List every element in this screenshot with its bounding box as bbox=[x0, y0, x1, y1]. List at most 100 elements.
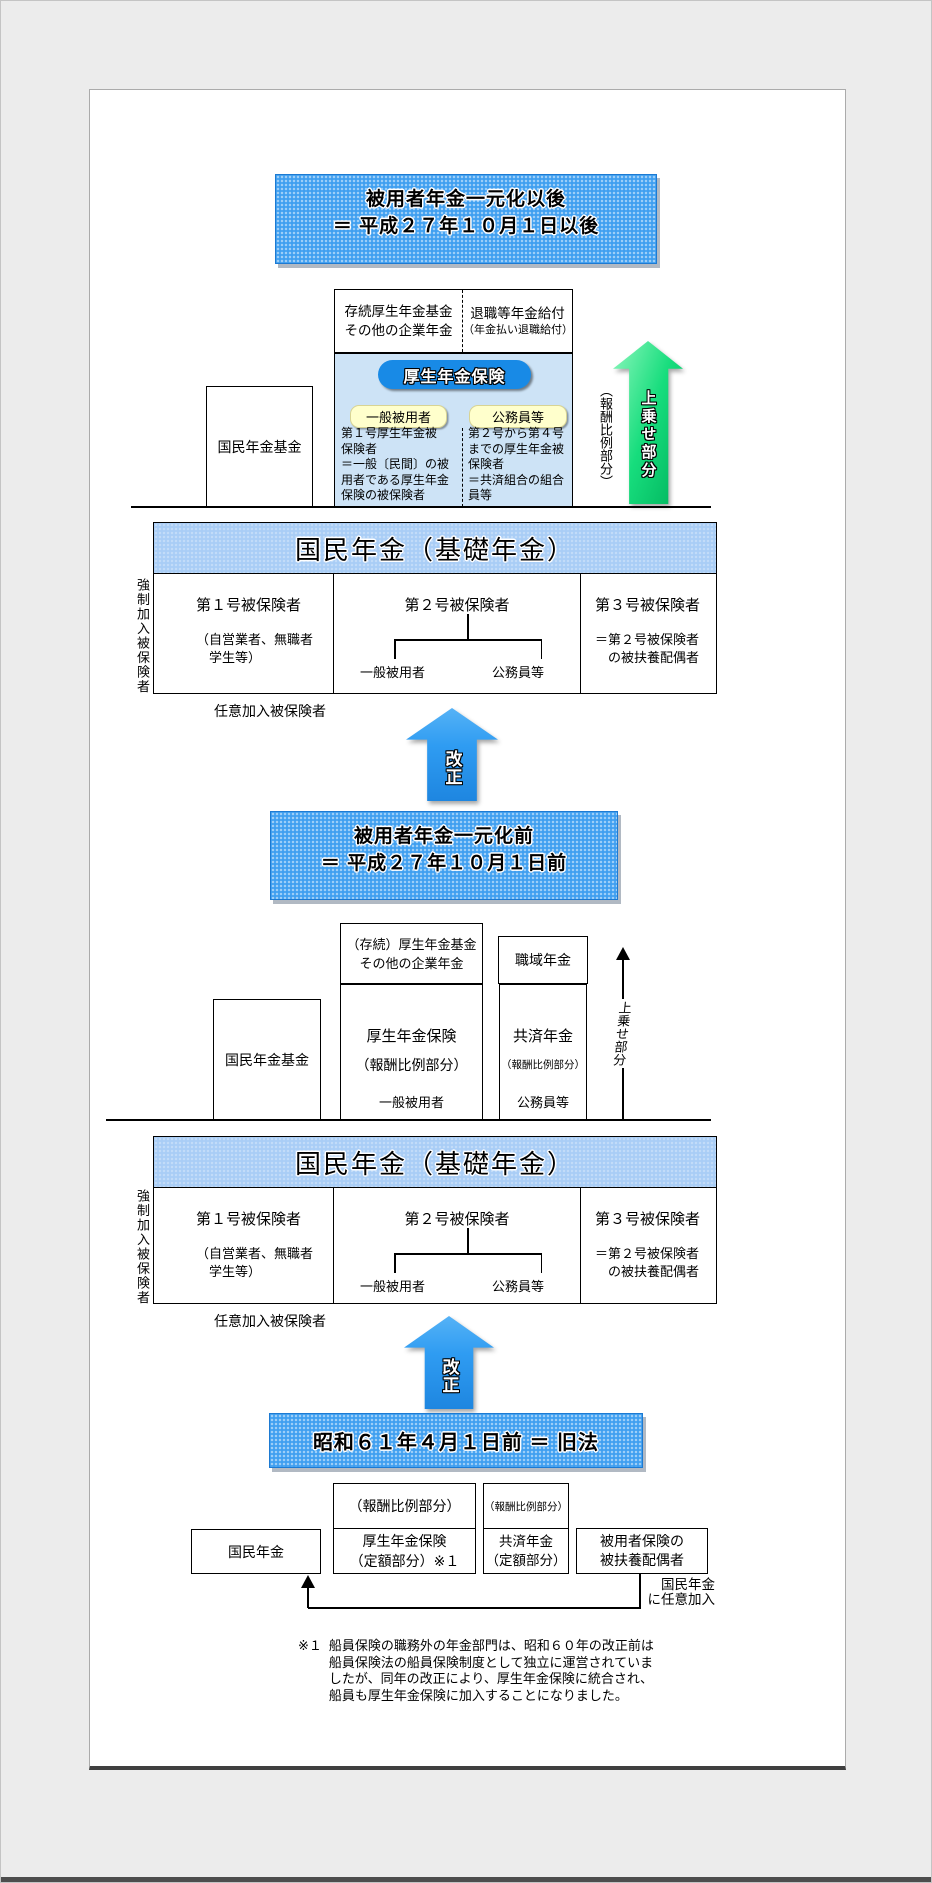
sonzoku-kikin-label-before: （存続）厚生年金基金 その他の企業年金 bbox=[346, 936, 477, 971]
kyosai-nenkin-box-before: 共済年金 （報酬比例部分） 公務員等 bbox=[499, 984, 587, 1121]
dai3-hihokensha-cell-before: 第３号被保険者 ＝第２号被保険者 の被扶養配偶者 bbox=[580, 1188, 716, 1304]
ippan-hiyousha-pill: 一般被用者 bbox=[350, 405, 447, 428]
dai3-hihokensha-note-before: ＝第２号被保険者 の被扶養配偶者 bbox=[595, 1246, 700, 1279]
kosei-nenkin-hoken-label: 厚生年金保険 bbox=[403, 368, 506, 386]
corporate-pension-tier-box: 存続厚生年金基金 その他の企業年金 退職等年金給付 （年金払い退職給付） bbox=[334, 289, 573, 353]
fuyou-haigusha-box-old: 被用者保険の 被扶養配偶者 bbox=[576, 1528, 708, 1574]
banner-before-line1: 被用者年金一元化前 bbox=[353, 826, 534, 847]
banner-after-unification: 被用者年金一元化以後 ＝ 平成２７年１０月１日以後 bbox=[275, 174, 657, 264]
dai3-hihokensha-title: 第３号被保険者 bbox=[595, 597, 701, 614]
sonzoku-kikin-box-before: （存続）厚生年金基金 その他の企業年金 bbox=[340, 923, 483, 984]
kokumin-nenkin-box-old: 国民年金 bbox=[191, 1529, 321, 1574]
blue-up-arrow-shape-1: 改正 bbox=[406, 708, 498, 801]
dai1-hihokensha-note-before: （自営業者、無職者 学生等） bbox=[196, 1246, 314, 1279]
branch-label-ippan-before: 一般被用者 bbox=[360, 1279, 426, 1294]
kyosai-housyu-label-old: （報酬比例部分） bbox=[484, 1500, 568, 1513]
footnote-text: 船員保険の職務外の年金部門は、昭和６０年の改正前は 船員保険法の船員保険制度とし… bbox=[328, 1638, 654, 1703]
kiso-nenkin-box-after: 国民年金（基礎年金） 第１号被保険者 （自営業者、無職者 学生等） 第２号被保険… bbox=[153, 522, 717, 694]
shokuiki-nenkin-box: 職域年金 bbox=[498, 936, 588, 984]
ground-line-after bbox=[131, 506, 711, 508]
dai2-hihokensha-cell: 第２号被保険者 一般被用者 公務員等 bbox=[334, 574, 580, 694]
kokumin-nenkin-kikin-label-before: 国民年金基金 bbox=[225, 1052, 309, 1068]
kaisei-arrow-2: 改正 bbox=[404, 1316, 494, 1409]
kosei-nenkin-label-before: 厚生年金保険 bbox=[366, 1028, 457, 1045]
fuyou-haigusha-label-old: 被用者保険の 被扶養配偶者 bbox=[600, 1533, 684, 1568]
dai3-hihokensha-cell: 第３号被保険者 ＝第２号被保険者 の被扶養配偶者 bbox=[580, 574, 716, 694]
branch-label-komuin: 公務員等 bbox=[492, 665, 545, 680]
branch-horizontal-line bbox=[394, 639, 542, 641]
banner-before-unification: 被用者年金一元化前 ＝ 平成２７年１０月１日前 bbox=[270, 811, 618, 900]
footnote: ※１ 船員保険の職務外の年金部門は、昭和６０年の改正前は 船員保険法の船員保険制… bbox=[298, 1638, 674, 1704]
kosei-teigaku-label-old: 厚生年金保険 （定額部分）※１ bbox=[349, 1533, 460, 1569]
housyu-hirei-vertical-label: （報酬比例部分） bbox=[598, 384, 613, 488]
dai3-hihokensha-title-before: 第３号被保険者 bbox=[595, 1211, 701, 1228]
taishoku-kyufu-sublabel: （年金払い退職給付） bbox=[463, 323, 573, 336]
voluntary-join-note: 国民年金 に任意加入 bbox=[647, 1577, 716, 1607]
kyosei-kanyu-side-label-after: 強制加入被保険者 bbox=[135, 578, 150, 694]
branch-right-drop-line-before bbox=[540, 1253, 542, 1273]
kiso-nenkin-title-bar-before: 国民年金（基礎年金） bbox=[154, 1137, 716, 1188]
dai2-hihokensha-title: 第２号被保険者 bbox=[404, 597, 510, 614]
dai1-gou-note: 第１号厚生年金被 保険者 ＝一般〔民間〕の被 用者である厚生年金 保険の被保険者 bbox=[341, 426, 450, 502]
kyosai-komuin-label-before: 公務員等 bbox=[516, 1095, 569, 1110]
kaisei-label-1: 改正 bbox=[442, 749, 462, 786]
kokumin-nenkin-kikin-label: 国民年金基金 bbox=[217, 438, 302, 455]
voluntary-connector-arrowhead bbox=[301, 1575, 315, 1588]
dai1-hihokensha-note: （自営業者、無職者 学生等） bbox=[196, 632, 314, 665]
blue-up-arrow-shape-2: 改正 bbox=[404, 1316, 494, 1409]
nini-kanyu-label-before: 任意加入被保険者 bbox=[214, 1313, 326, 1329]
kosei-nenkin-box-before: 厚生年金保険 （報酬比例部分） 一般被用者 bbox=[340, 984, 483, 1121]
kokumin-nenkin-kikin-box-before: 国民年金基金 bbox=[213, 999, 321, 1121]
kyosai-housyu-box-old: （報酬比例部分） bbox=[483, 1483, 569, 1529]
branch-label-komuin-before: 公務員等 bbox=[492, 1279, 545, 1294]
dai2-hihokensha-cell-before: 第２号被保険者 一般被用者 公務員等 bbox=[334, 1188, 580, 1304]
uwanose-green-arrow: 上乗せ部分 bbox=[613, 341, 683, 504]
dai2-gou-note: 第２号から第４号 までの厚生年金被 保険者 ＝共済組合の組合 員等 bbox=[468, 426, 565, 502]
uwanose-label: 上乗せ部分 bbox=[639, 389, 657, 480]
panel-dashed-divider bbox=[462, 428, 463, 507]
dai1-hihokensha-cell-before: 第１号被保険者 （自営業者、無職者 学生等） bbox=[154, 1188, 334, 1304]
branch-stem-line bbox=[467, 614, 469, 639]
dai2-hihokensha-title-before: 第２号被保険者 bbox=[404, 1211, 510, 1228]
ippan-hiyousha-label: 一般被用者 bbox=[365, 410, 431, 425]
branch-horizontal-line-before bbox=[394, 1253, 542, 1255]
kaisei-arrow-1: 改正 bbox=[406, 708, 498, 801]
kiso-nenkin-body-before: 第１号被保険者 （自営業者、無職者 学生等） 第２号被保険者 一般被用者 公務員… bbox=[154, 1188, 716, 1304]
voluntary-connector-left bbox=[307, 1587, 309, 1608]
kosei-nenkin-hoken-pill: 厚生年金保険 bbox=[378, 360, 531, 389]
kiso-nenkin-title-after: 国民年金（基礎年金） bbox=[294, 534, 575, 565]
taishoku-kyufu-label: 退職等年金給付 bbox=[470, 305, 565, 321]
komuin-tou-pill: 公務員等 bbox=[469, 405, 567, 428]
voluntary-connector-right bbox=[639, 1574, 641, 1609]
kiso-nenkin-title-bar-after: 国民年金（基礎年金） bbox=[154, 523, 716, 574]
banner-old-law: 昭和６１年４月１日前 ＝ 旧法 bbox=[269, 1413, 643, 1468]
banner-old-law-line1: 昭和６１年４月１日前 ＝ 旧法 bbox=[312, 1432, 600, 1454]
kyosai-teigaku-box-old: 共済年金 （定額部分） bbox=[483, 1528, 569, 1574]
kyosai-nenkin-label-before: 共済年金 bbox=[512, 1028, 573, 1045]
taishoku-kyufu-cell: 退職等年金給付 （年金払い退職給付） bbox=[463, 290, 573, 352]
kosei-teigaku-box-old: 厚生年金保険 （定額部分）※１ bbox=[333, 1528, 476, 1574]
branch-right-drop-line bbox=[540, 639, 542, 659]
banner-before-line2: ＝ 平成２７年１０月１日前 bbox=[320, 853, 568, 874]
dai3-hihokensha-note: ＝第２号被保険者 の被扶養配偶者 bbox=[595, 632, 700, 665]
green-up-arrow-shape: 上乗せ部分 bbox=[613, 341, 683, 504]
kiso-nenkin-box-before: 国民年金（基礎年金） 第１号被保険者 （自営業者、無職者 学生等） 第２号被保険… bbox=[153, 1136, 717, 1304]
kaisei-label-2: 改正 bbox=[439, 1357, 459, 1394]
kyosai-nenkin-paren-before: （報酬比例部分） bbox=[501, 1059, 585, 1071]
dai1-hihokensha-title-before: 第１号被保険者 bbox=[196, 1211, 302, 1228]
dai1-hihokensha-cell: 第１号被保険者 （自営業者、無職者 学生等） bbox=[154, 574, 334, 694]
banner-after-line2: ＝ 平成２７年１０月１日以後 bbox=[332, 216, 600, 237]
nini-kanyu-label-after: 任意加入被保険者 bbox=[214, 703, 326, 719]
shokuiki-nenkin-label: 職域年金 bbox=[515, 952, 571, 968]
branch-left-drop-line-before bbox=[394, 1253, 396, 1273]
banner-after-line1: 被用者年金一元化以後 bbox=[365, 189, 566, 210]
branch-left-drop-line bbox=[394, 639, 396, 659]
ground-line-before bbox=[106, 1119, 711, 1121]
kosei-housyu-label-old: （報酬比例部分） bbox=[348, 1498, 461, 1514]
dai1-hihokensha-title: 第１号被保険者 bbox=[196, 597, 302, 614]
branch-stem-line-before bbox=[467, 1228, 469, 1253]
branch-label-ippan: 一般被用者 bbox=[360, 665, 426, 680]
komuin-tou-label: 公務員等 bbox=[491, 410, 544, 425]
footnote-marker: ※１ bbox=[298, 1638, 322, 1653]
